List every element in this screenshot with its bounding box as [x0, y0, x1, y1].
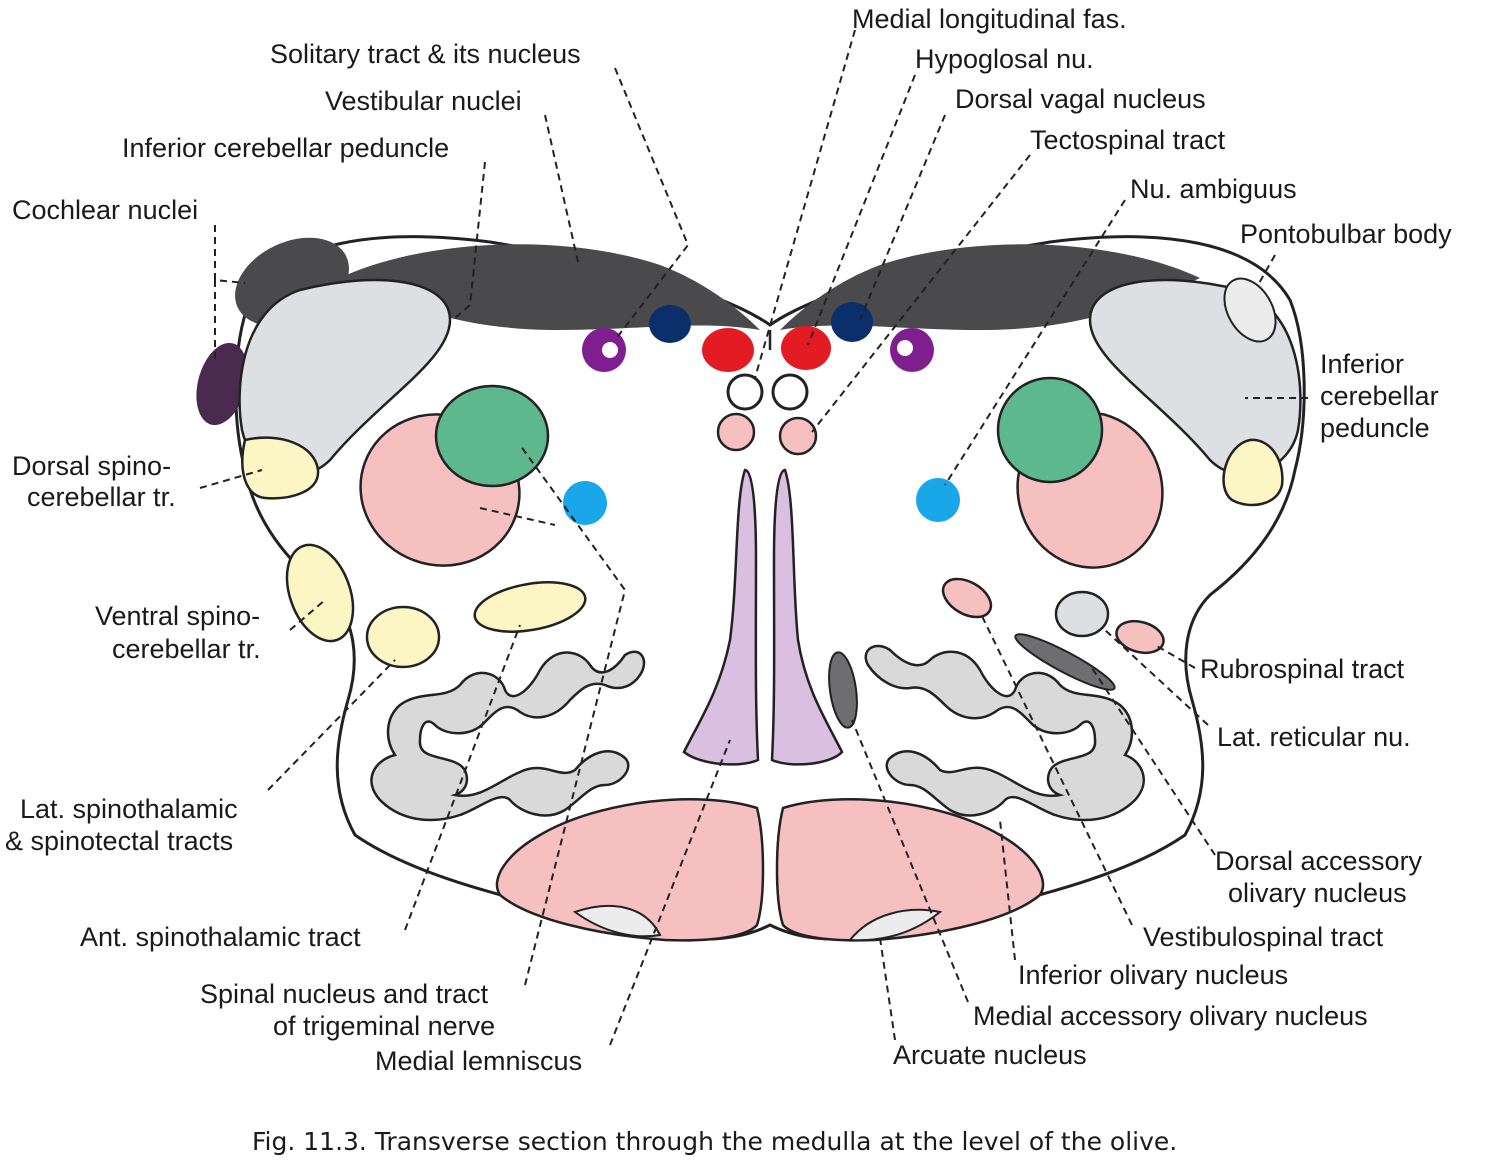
- inferior-olivary-nucleus-left: [370, 650, 646, 822]
- ventral-spinocerebellar-left: [285, 543, 355, 643]
- hypoglossal-nucleus-left: [702, 328, 754, 372]
- label-mlf: Medial longitudinal fas.: [852, 4, 1127, 34]
- label-icp-right-3: peduncle: [1320, 413, 1430, 443]
- dorsal-spinocerebellar-tract-left: [241, 436, 320, 500]
- inferior-cerebellar-peduncle-left: [238, 278, 452, 476]
- lat-reticular-right: [1054, 590, 1110, 638]
- solitary-tract-right-core: [897, 340, 913, 356]
- label-spinal-trigeminal-1: Spinal nucleus and tract: [200, 979, 489, 1009]
- label-inferior-cerebellar-peduncle-left: Inferior cerebellar peduncle: [122, 133, 449, 163]
- label-ant-spinothalamic: Ant. spinothalamic tract: [80, 922, 361, 952]
- label-tectospinal: Tectospinal tract: [1030, 125, 1226, 155]
- figure-caption: Fig. 11.3. Transverse section through th…: [252, 1127, 1177, 1156]
- label-ventral-spinocerebellar-2: cerebellar tr.: [112, 634, 261, 664]
- pontobulbar-body: [1223, 277, 1277, 343]
- label-pontobulbar-body: Pontobulbar body: [1240, 219, 1452, 249]
- nucleus-ambiguus-right: [916, 478, 960, 522]
- leader-lines: [199, 29, 1308, 1046]
- tectospinal-left: [716, 412, 756, 452]
- ant-spinothalamic-right: [941, 577, 993, 619]
- label-dorsal-spinocerebellar-1: Dorsal spino-: [12, 451, 171, 481]
- hypoglossal-nucleus-right: [781, 326, 831, 370]
- label-vestibulospinal: Vestibulospinal tract: [1143, 922, 1384, 952]
- inferior-olivary-nucleus-right: [864, 644, 1145, 822]
- dorsal-vagal-nucleus-left: [649, 305, 691, 343]
- label-hypoglossal: Hypoglosal nu.: [915, 44, 1094, 74]
- label-vestibular-nuclei: Vestibular nuclei: [325, 86, 522, 116]
- medial-lemniscus-right: [770, 468, 844, 766]
- label-icp-right-2: cerebellar: [1320, 381, 1439, 411]
- lat-spinothalamic-left: [365, 605, 441, 669]
- label-dorsal-vagal: Dorsal vagal nucleus: [955, 84, 1206, 114]
- medial-lemniscus-left: [682, 468, 760, 766]
- green-tract-right: [996, 376, 1104, 484]
- rubrospinal-right: [1115, 619, 1165, 655]
- label-dorsal-acc-olive-2: olivary nucleus: [1228, 878, 1407, 908]
- label-lat-spinothalamic-1: Lat. spinothalamic: [20, 794, 238, 824]
- dorsal-spinocerebellar-tract-right: [1222, 438, 1284, 507]
- dorsal-accessory-olive-right: [1014, 633, 1116, 691]
- mlf-right: [771, 373, 809, 411]
- label-medial-lemniscus: Medial lemniscus: [375, 1046, 582, 1076]
- green-tract-left: [434, 384, 550, 488]
- label-dorsal-spinocerebellar-2: cerebellar tr.: [27, 482, 176, 512]
- mlf-left: [726, 373, 764, 411]
- label-solitary-tract: Solitary tract & its nucleus: [270, 39, 581, 69]
- arcuate-nucleus-right: [848, 908, 943, 942]
- label-inferior-olivary: Inferior olivary nucleus: [1018, 960, 1288, 990]
- nucleus-ambiguus-left: [563, 481, 607, 525]
- pyramid-left: [495, 797, 765, 942]
- label-ventral-spinocerebellar-1: Ventral spino-: [95, 601, 260, 631]
- label-nu-ambiguus: Nu. ambiguus: [1130, 174, 1297, 204]
- pyramid-right: [775, 797, 1045, 942]
- label-dorsal-acc-olive-1: Dorsal accessory: [1215, 846, 1423, 876]
- dorsal-vagal-nucleus-right: [831, 302, 873, 342]
- tectospinal-right: [778, 416, 818, 456]
- label-spinal-trigeminal-2: of trigeminal nerve: [273, 1011, 495, 1041]
- solitary-tract-left-core: [602, 342, 618, 358]
- label-arcuate: Arcuate nucleus: [893, 1040, 1087, 1070]
- medial-accessory-olive-right: [828, 651, 858, 729]
- label-lat-reticular: Lat. reticular nu.: [1217, 722, 1411, 752]
- arcuate-nucleus-left: [572, 905, 662, 938]
- label-cochlear-nuclei: Cochlear nuclei: [12, 195, 198, 225]
- label-medial-acc-olive: Medial accessory olivary nucleus: [973, 1001, 1368, 1031]
- ant-spinothalamic-left: [473, 581, 587, 633]
- label-rubrospinal: Rubrospinal tract: [1200, 654, 1405, 684]
- label-lat-spinothalamic-2: & spinotectal tracts: [5, 826, 233, 856]
- cochlear-nuclei-lower: [196, 342, 248, 426]
- label-icp-right-1: Inferior: [1320, 349, 1404, 379]
